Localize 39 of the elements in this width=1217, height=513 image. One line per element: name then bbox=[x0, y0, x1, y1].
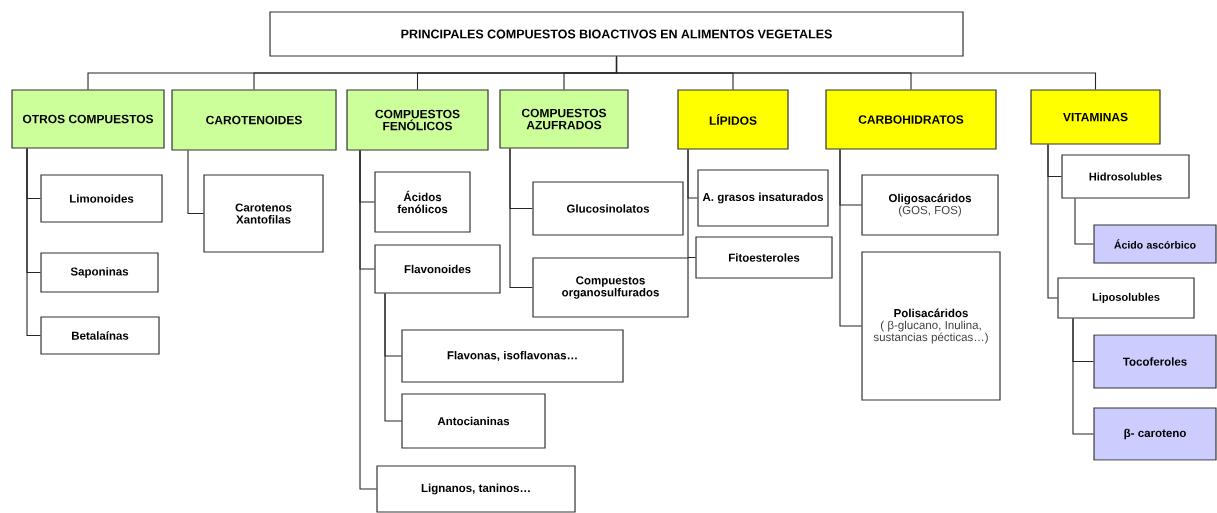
item-box: Hidrosolubles bbox=[1061, 154, 1190, 199]
item-box: Glucosinolatos bbox=[532, 181, 684, 236]
item-box: Carotenos Xantofilas bbox=[203, 174, 324, 253]
item-box: Tocoferoles bbox=[1093, 334, 1217, 389]
item-box: Saponinas bbox=[40, 252, 159, 293]
category-box: COMPUESTOS FENÓLICOS bbox=[346, 89, 489, 151]
connector-line bbox=[839, 149, 862, 327]
category-box: COMPUESTOS AZUFRADOS bbox=[499, 89, 629, 149]
connector-line bbox=[359, 150, 377, 490]
item-box: A. grasos insaturados bbox=[697, 169, 829, 227]
item-box: Liposolubles bbox=[1057, 277, 1195, 319]
connector-line bbox=[26, 148, 41, 337]
item-box: Betalaínas bbox=[40, 316, 160, 355]
item-box: Fitoesteroles bbox=[695, 236, 833, 279]
item-box: Antocianinas bbox=[401, 393, 546, 449]
item-box: Compuestos organosulfurados bbox=[532, 257, 689, 318]
connector-line bbox=[1074, 198, 1094, 245]
category-box: CAROTENOIDES bbox=[171, 89, 337, 151]
connector-line bbox=[1047, 144, 1058, 299]
category-box: LÍPIDOS bbox=[677, 89, 789, 150]
item-box: β- caroteno bbox=[1093, 407, 1217, 461]
connector-line bbox=[687, 149, 696, 259]
connector-line bbox=[384, 293, 402, 422]
item-box: Oligosacáridos (GOS, FOS) bbox=[861, 174, 999, 236]
connector-line bbox=[509, 148, 533, 289]
item-box: Ácidos fenólicos bbox=[374, 171, 471, 233]
item-box: Ácido ascórbico bbox=[1093, 224, 1217, 264]
category-box: CARBOHIDRATOS bbox=[825, 89, 997, 150]
item-box: Flavonoides bbox=[374, 244, 501, 294]
category-box: VITAMINAS bbox=[1030, 89, 1161, 145]
item-box: Limonoides bbox=[40, 174, 163, 223]
category-box: OTROS COMPUESTOS bbox=[11, 89, 165, 149]
item-box: Flavonas, isoflavonas… bbox=[401, 329, 624, 383]
item-box: Lignanos, taninos… bbox=[376, 465, 576, 513]
title-box: PRINCIPALES COMPUESTOS BIOACTIVOS EN ALIMENTOS VEGETALES bbox=[269, 11, 964, 57]
connector-line bbox=[187, 150, 204, 215]
item-box: Polisacáridos ( β-glucano, Inulina, sustancias pécticas…) bbox=[861, 251, 1001, 401]
connector-line bbox=[615, 56, 1097, 90]
connector-line bbox=[1072, 318, 1094, 435]
